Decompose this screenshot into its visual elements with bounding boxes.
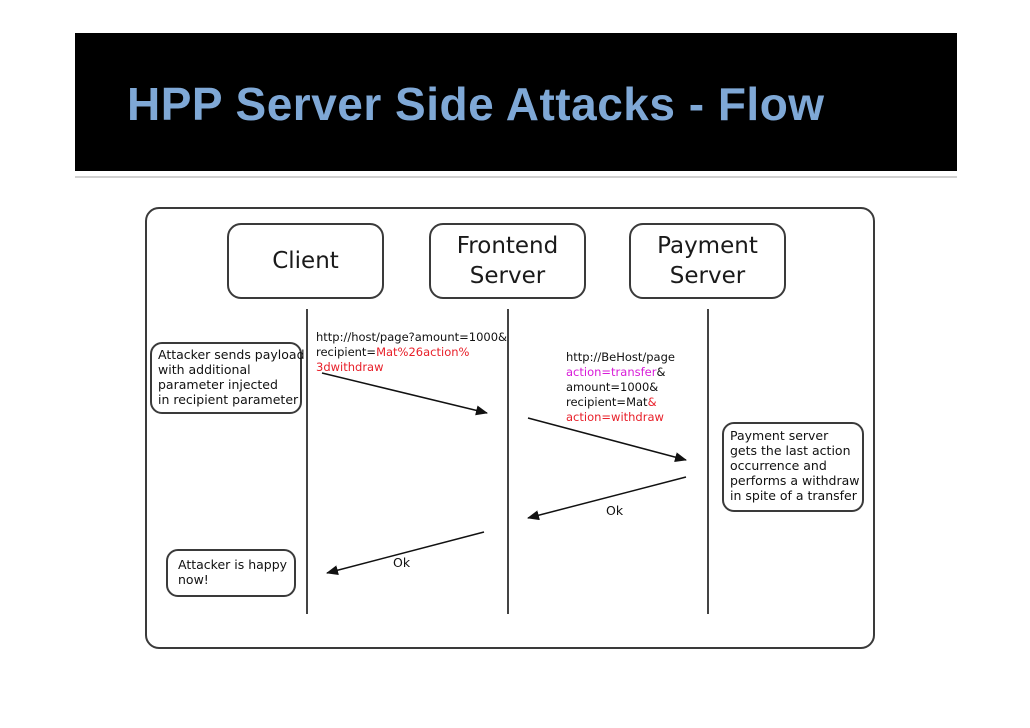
message-line: http://BeHost/page: [566, 350, 675, 364]
message-response-payment: Ok: [606, 503, 624, 518]
injected-parameter-text: 3dwithdraw: [316, 360, 384, 374]
note-line: in spite of a transfer: [730, 488, 857, 503]
injected-ampersand: &: [647, 395, 657, 409]
lifeline-client: [306, 309, 308, 614]
lifeline-payment: [707, 309, 709, 614]
note-attacker-sends: Attacker sends payload with additional p…: [150, 342, 305, 414]
note-line: occurrence and: [730, 458, 827, 473]
arrow-frontend-to-payment: [527, 417, 687, 463]
message-line: amount=1000&: [566, 380, 659, 394]
message-response-frontend: Ok: [393, 555, 411, 570]
title-divider: [75, 176, 957, 178]
note-line: Attacker is happy: [178, 557, 288, 572]
message-line: action=transfer&: [566, 365, 675, 380]
injected-action-text: action=withdraw: [566, 410, 664, 424]
note-line: parameter injected: [158, 377, 278, 392]
arrow-client-to-frontend: [321, 372, 488, 416]
lifeline-frontend: [507, 309, 509, 614]
actor-client: Client: [227, 223, 384, 299]
note-line: now!: [178, 572, 209, 587]
message-request-1: http://host/page?amount=1000& recipient=…: [316, 330, 507, 375]
message-text: recipient=Mat: [566, 395, 648, 409]
actor-frontend-label-1: Frontend: [456, 233, 559, 259]
actor-payment-label-1: Payment: [657, 233, 758, 259]
note-line: with additional: [158, 362, 251, 377]
actor-payment-server: Payment Server: [629, 223, 786, 299]
message-request-2: http://BeHost/page action=transfer& amou…: [566, 350, 675, 425]
slide-title: HPP Server Side Attacks - Flow: [127, 78, 825, 130]
note-line: Attacker sends payload: [158, 347, 305, 362]
note-line: in recipient parameter: [158, 392, 299, 407]
note-line: gets the last action: [730, 443, 851, 458]
message-text: recipient=: [316, 345, 377, 359]
note-line: Payment server: [730, 428, 829, 443]
actor-frontend-server: Frontend Server: [429, 223, 586, 299]
actor-frontend-label-2: Server: [469, 263, 546, 289]
note-line: performs a withdraw: [730, 473, 860, 488]
action-parameter-text: action=transfer: [566, 365, 657, 379]
injected-parameter-text: Mat%26action%: [376, 345, 470, 359]
message-line: recipient=Mat&: [566, 395, 675, 410]
actor-client-label: Client: [272, 248, 339, 274]
note-payment-server: Payment server gets the last action occu…: [722, 422, 864, 512]
title-bar: HPP Server Side Attacks - Flow: [75, 33, 957, 171]
message-line: http://host/page?amount=1000&: [316, 330, 507, 344]
message-text: &: [656, 365, 666, 379]
note-attacker-happy: Attacker is happy now!: [166, 549, 296, 597]
message-line: recipient=Mat%26action%: [316, 345, 507, 360]
arrow-payment-to-frontend: [527, 476, 687, 521]
actor-payment-label-2: Server: [669, 263, 746, 289]
arrow-frontend-to-client: [326, 531, 485, 576]
